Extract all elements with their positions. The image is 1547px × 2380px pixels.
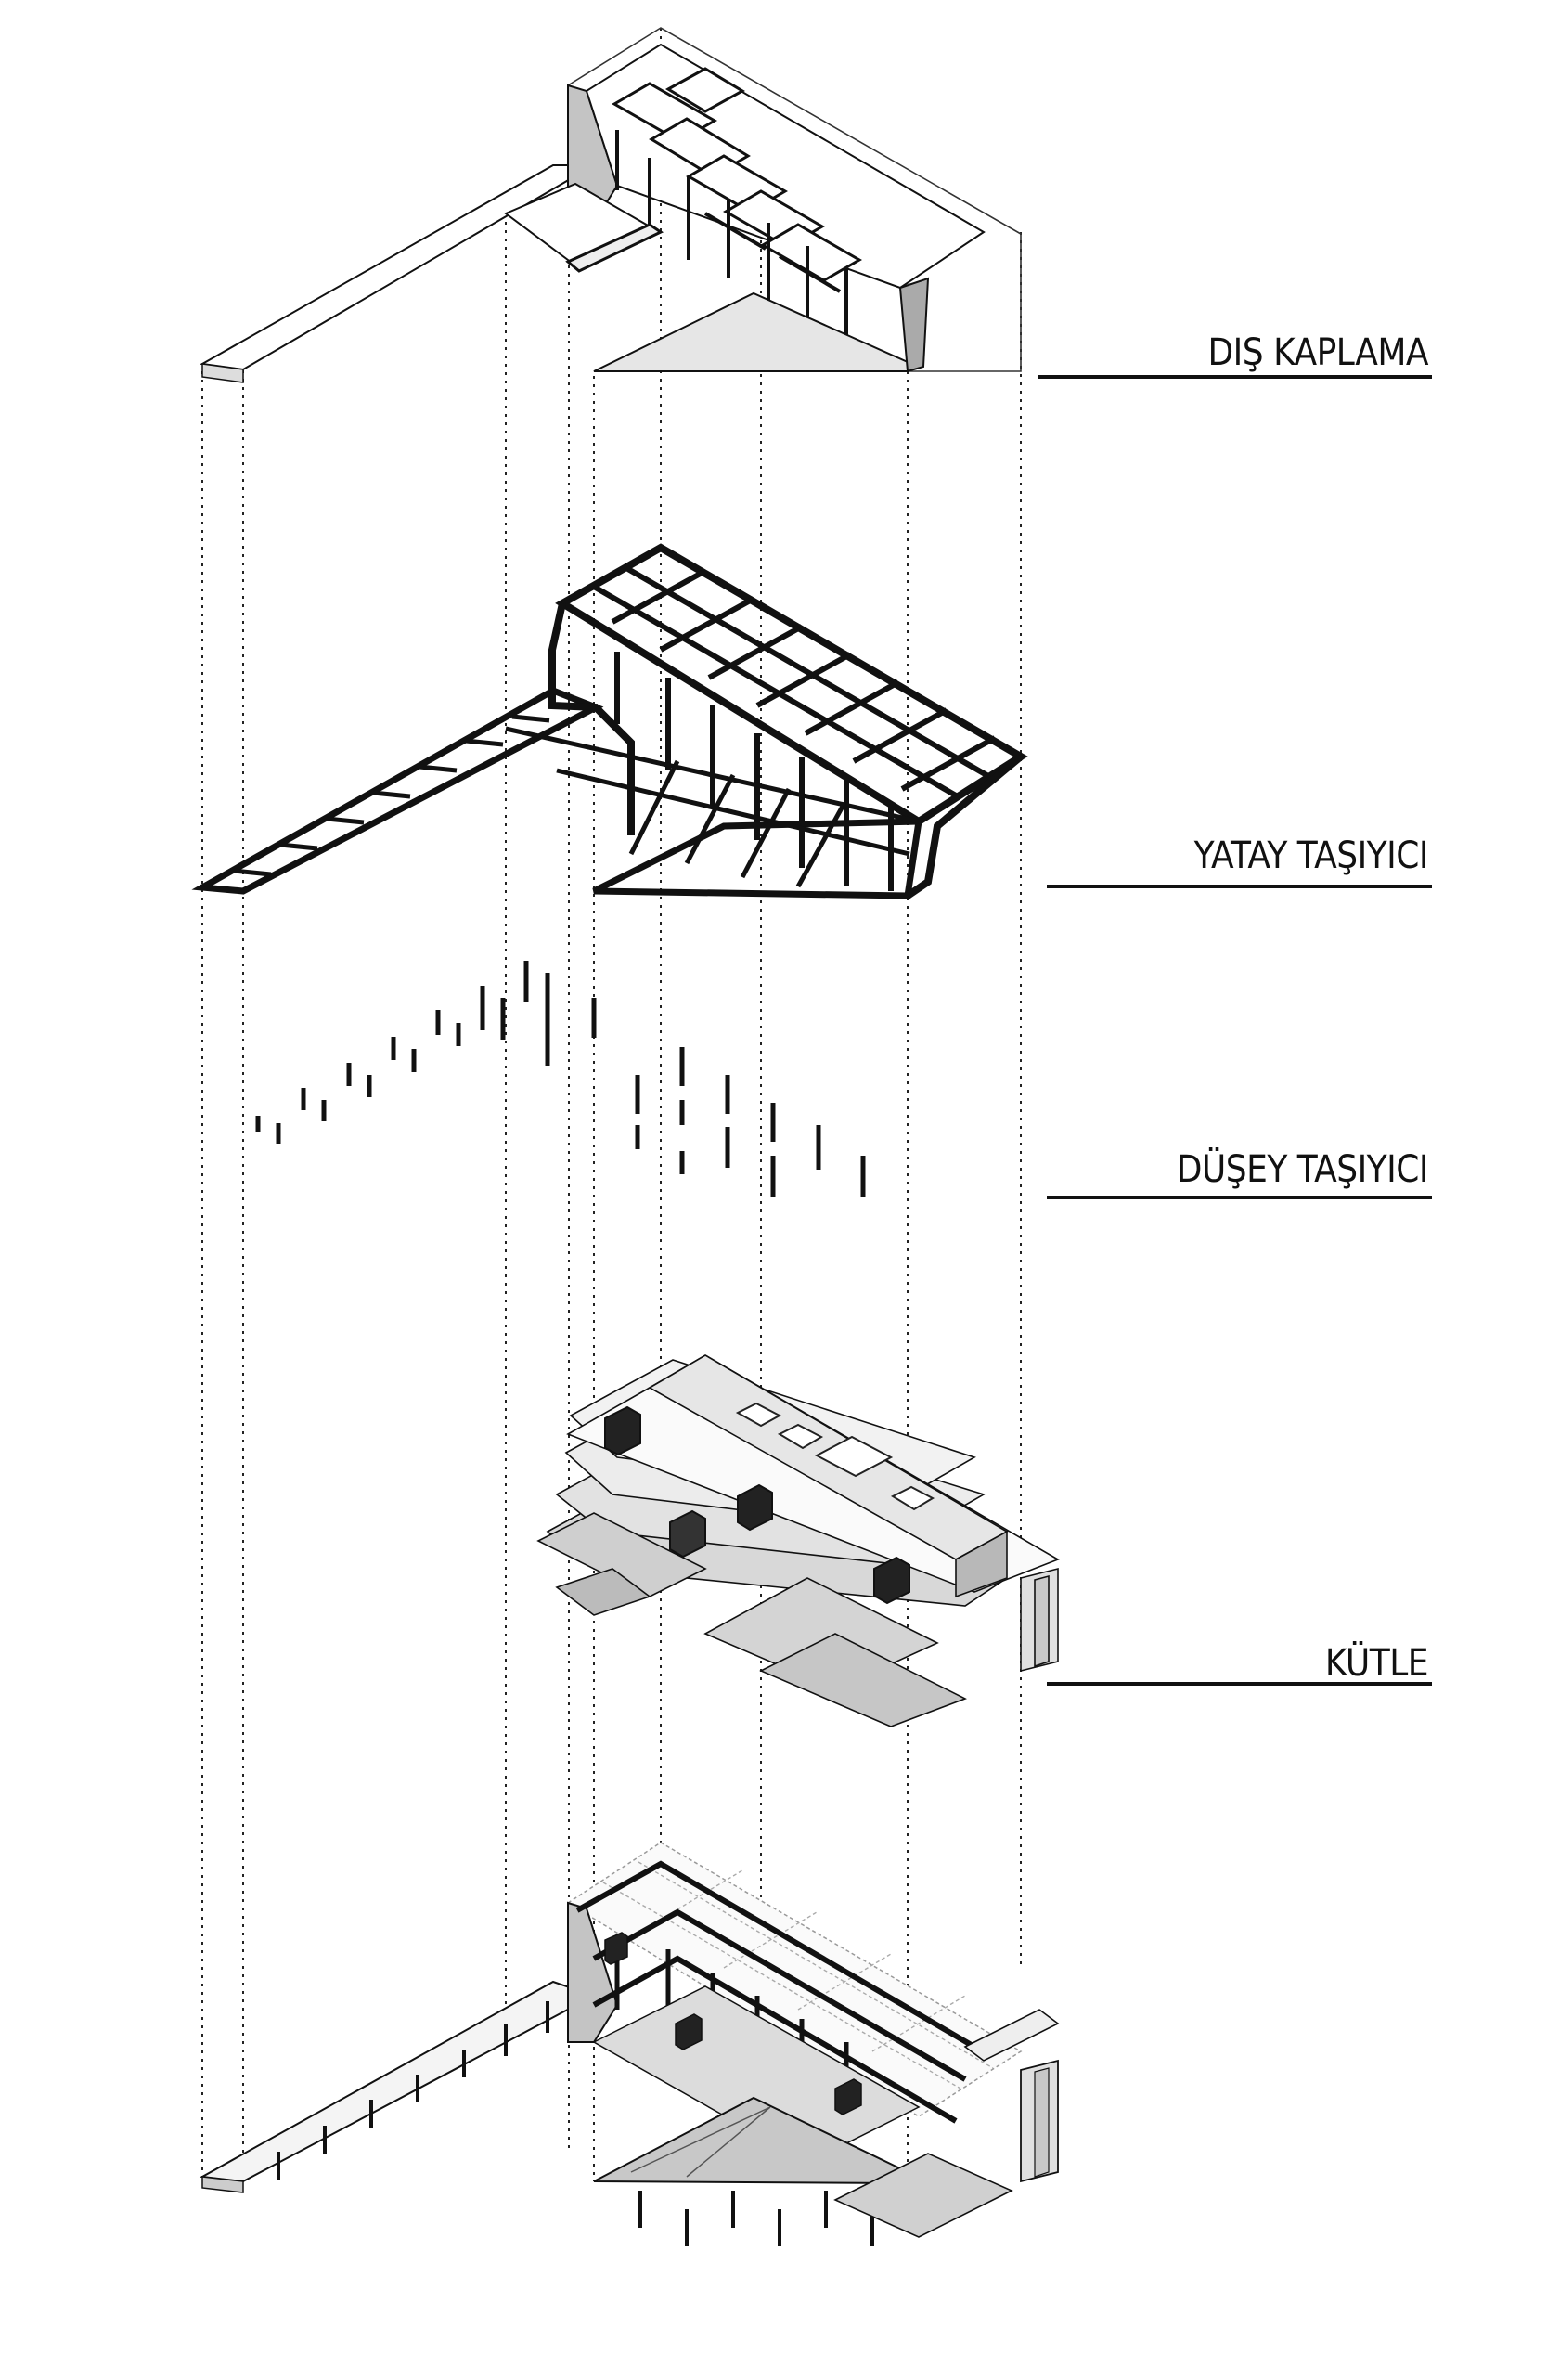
cladding-wing-edge — [201, 363, 244, 383]
cladding-box — [567, 27, 1022, 372]
horizontal-structure-layer — [191, 543, 1028, 899]
mass-layer — [536, 1354, 1060, 1727]
beam-lower-ribs — [505, 726, 920, 888]
assembled-roof-grid — [602, 1861, 994, 2089]
assembled-wing — [199, 1980, 597, 2183]
assembled-wing-edge — [201, 2176, 244, 2193]
assembled-cores — [604, 1932, 862, 2115]
assembled-canopy-ribs — [630, 2106, 771, 2178]
assembled-terrace — [833, 2153, 1013, 2238]
cladding-canopy — [593, 291, 909, 372]
label-rule-vertical — [1047, 1196, 1432, 1199]
beam-fold-verticals — [614, 652, 894, 891]
mass-skylights — [735, 1402, 935, 1511]
mass-upper-block-side — [955, 1530, 1008, 1598]
assembled-terrace — [963, 2009, 1060, 2062]
layer-label-mass: KÜTLE — [1324, 1642, 1429, 1685]
assembled-building — [199, 1842, 1060, 2246]
mass-right-tower-face — [1034, 1574, 1050, 1668]
layer-label-horizontal: YATAY TAŞIYICI — [1193, 834, 1429, 877]
cladding-wing — [199, 164, 598, 371]
layer-label-cladding: DIŞ KAPLAMA — [1207, 331, 1428, 374]
projection-lines — [201, 28, 1022, 2191]
cladding-layer — [199, 27, 1022, 383]
assembled-pilotis — [277, 2001, 874, 2246]
beam-grid-lines — [592, 565, 997, 798]
label-rule-mass — [1047, 1682, 1432, 1686]
beam-arm-ribs — [233, 714, 550, 877]
mass-cores — [604, 1405, 910, 1605]
assembled-right-tower-face — [1034, 2067, 1050, 2178]
cladding-canopy-edge — [898, 277, 930, 373]
vertical-structure-layer — [255, 961, 866, 1197]
mass-terrace — [759, 1633, 967, 1727]
beam-right-edge — [905, 753, 1024, 899]
mass-terrace — [555, 1568, 651, 1616]
layer-label-vertical: DÜŞEY TAŞIYICI — [1176, 1148, 1429, 1191]
label-rule-cladding — [1038, 375, 1432, 379]
cladding-step — [565, 223, 664, 273]
label-rule-horizontal — [1047, 885, 1432, 888]
